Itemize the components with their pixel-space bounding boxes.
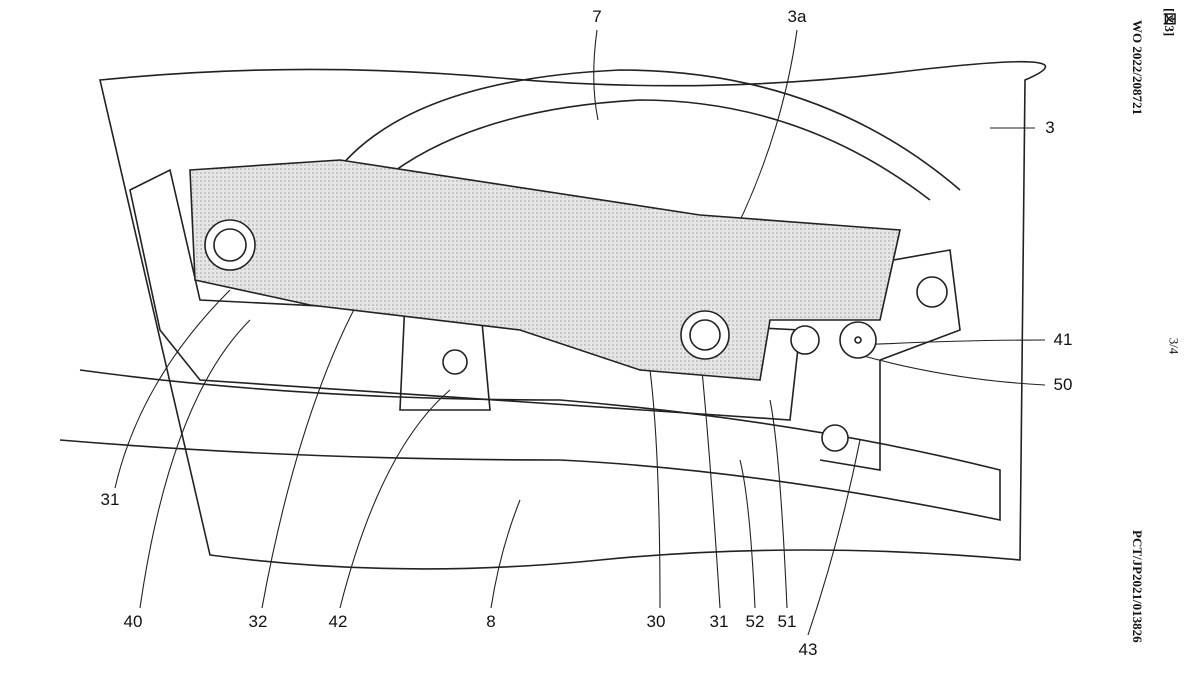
publication-number: WO 2022/208721 xyxy=(1130,20,1145,115)
nut-right xyxy=(916,276,948,308)
label-51: 51 xyxy=(777,612,797,631)
label-50: 50 xyxy=(1053,375,1073,394)
label-43: 43 xyxy=(798,640,818,659)
label-3a: 3a xyxy=(787,7,807,26)
label-32: 32 xyxy=(248,612,268,631)
nut-43 xyxy=(821,424,849,452)
label-42: 42 xyxy=(328,612,348,631)
label-31-left: 31 xyxy=(100,490,120,509)
bracket-40 xyxy=(129,168,801,421)
bolt-42 xyxy=(442,349,468,375)
nut-41 xyxy=(790,325,820,355)
label-30: 30 xyxy=(646,612,666,631)
page-number: 3/4 xyxy=(1166,337,1182,355)
label-31-right: 31 xyxy=(709,612,729,631)
frame-outline xyxy=(99,60,1047,570)
part-7 xyxy=(329,69,961,191)
label-52: 52 xyxy=(745,612,765,631)
label-7: 7 xyxy=(592,7,602,26)
application-number: PCT/JP2021/013826 xyxy=(1130,530,1145,643)
bracket-43 xyxy=(779,249,961,471)
label-3: 3 xyxy=(1045,118,1055,137)
part-8-tube xyxy=(59,369,1001,521)
label-40: 40 xyxy=(123,612,143,631)
label-41: 41 xyxy=(1053,330,1073,349)
label-8: 8 xyxy=(486,612,496,631)
leader-lines xyxy=(114,29,1046,636)
figure-label: [図3] xyxy=(1162,8,1177,37)
